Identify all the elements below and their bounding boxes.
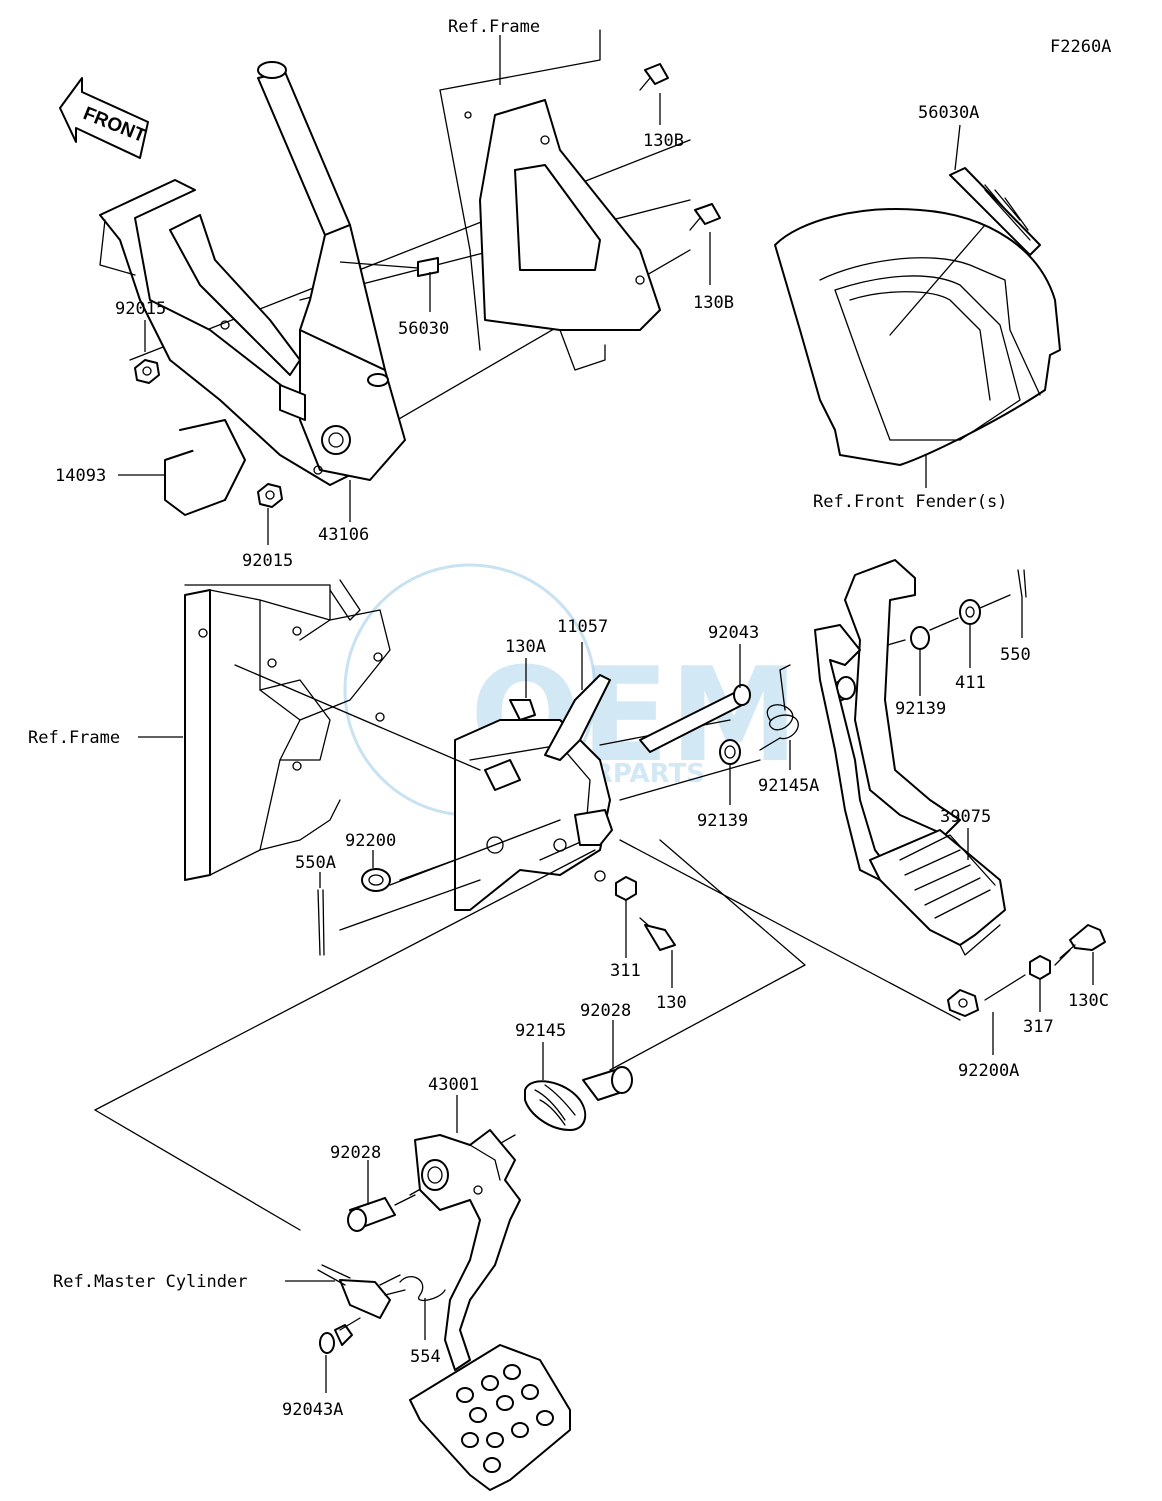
frame-lower: [184, 579, 391, 881]
part-label-92139: 92139: [697, 811, 748, 831]
part-label-92015-bottom: 92015: [242, 551, 293, 571]
part-label-411: 411: [955, 673, 986, 693]
labels: Ref.Frame 130B 130B 56030A 92015 56030 1…: [28, 17, 1109, 1420]
part-label-43001: 43001: [428, 1075, 479, 1095]
part-label-56030: 56030: [398, 319, 449, 339]
brake-pedal-assembly: [317, 1066, 633, 1491]
part-label-92028-lower: 92028: [330, 1143, 381, 1163]
frame-bracket-upper: [439, 29, 721, 371]
part-label-317: 317: [1023, 1017, 1054, 1037]
front-fender: [774, 167, 1061, 466]
front-arrow: FRONT: [59, 77, 149, 159]
part-label-130C: 130C: [1068, 991, 1109, 1011]
part-label-92200: 92200: [345, 831, 396, 851]
part-label-550: 550: [1000, 645, 1031, 665]
part-label-92043A: 92043A: [282, 1400, 343, 1420]
ref-frame-left-label: Ref.Frame: [28, 728, 120, 748]
part-label-39075: 39075: [940, 807, 991, 827]
part-label-92043: 92043: [708, 623, 759, 643]
part-label-92139-right: 92139: [895, 699, 946, 719]
part-label-130B-top: 130B: [643, 131, 684, 151]
part-label-92200A: 92200A: [958, 1061, 1019, 1081]
diagram-code: F2260A: [1050, 37, 1111, 57]
part-label-130: 130: [656, 993, 687, 1013]
part-label-11057: 11057: [557, 617, 608, 637]
ref-master-cylinder-label: Ref.Master Cylinder: [53, 1272, 247, 1292]
accelerator-pedal: [814, 559, 1006, 956]
part-label-14093: 14093: [55, 466, 106, 486]
part-label-56030A: 56030A: [918, 103, 979, 123]
part-label-43106: 43106: [318, 525, 369, 545]
ref-front-fender-label: Ref.Front Fender(s): [813, 492, 1007, 512]
right-fasteners: [947, 924, 1106, 1017]
part-label-311: 311: [610, 961, 641, 981]
part-label-92145A: 92145A: [758, 776, 819, 796]
part-label-554: 554: [410, 1347, 441, 1367]
part-label-92028-upper: 92028: [580, 1001, 631, 1021]
part-label-92015-top: 92015: [115, 299, 166, 319]
part-label-130B: 130B: [693, 293, 734, 313]
leader-lines: [118, 35, 1094, 1393]
part-label-550A: 550A: [295, 853, 336, 873]
part-label-92145: 92145: [515, 1021, 566, 1041]
part-label-130A: 130A: [505, 637, 546, 657]
ref-frame-top-label: Ref.Frame: [448, 17, 540, 37]
